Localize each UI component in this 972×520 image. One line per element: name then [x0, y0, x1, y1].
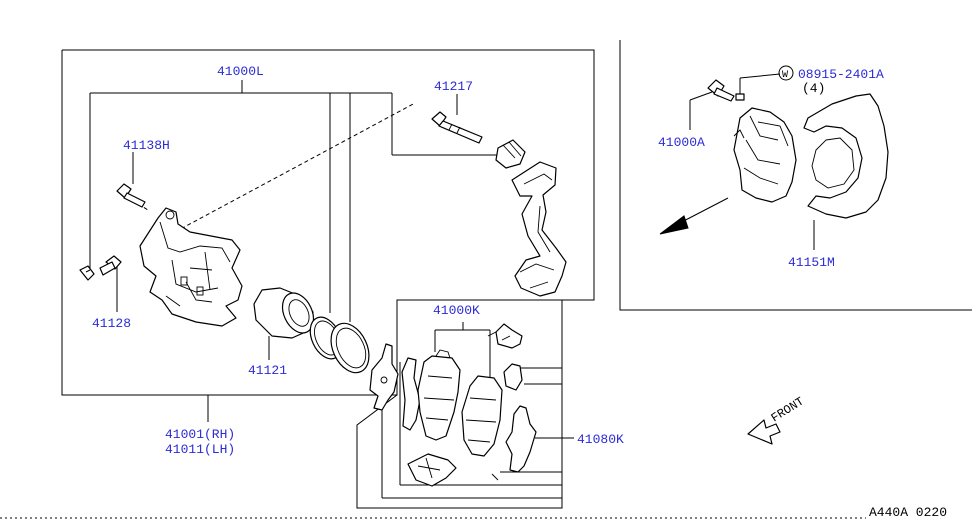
bleeder-screw: [79, 255, 122, 312]
detail-bolt: [689, 79, 735, 130]
front-indicator: [747, 419, 781, 445]
dashed-guide: [174, 102, 416, 233]
detail-caliper: [733, 107, 797, 203]
label-shim-kit: 41080K: [577, 432, 624, 447]
pad-frame: [356, 299, 563, 509]
pad-retainer-bottom: [407, 453, 499, 487]
label-washer-qty: (4): [802, 81, 825, 96]
caliper-bolt: [116, 152, 146, 208]
label-assy-rh: 41001(RH): [165, 427, 235, 442]
detail-frame: [619, 40, 972, 311]
label-pad-kit: 41000K: [433, 303, 480, 318]
pin-bolt: [431, 94, 483, 144]
label-bolt-h: 41138H: [123, 138, 170, 153]
label-washer-code: W: [782, 70, 788, 81]
brake-pad-inner: [417, 349, 461, 441]
direction-arrow: [659, 197, 729, 235]
leader-41000L: [89, 80, 500, 322]
pin-boot: [495, 139, 526, 169]
label-baffle: 41151M: [788, 255, 835, 270]
pad-clip-mid: [503, 363, 523, 391]
label-caliper-detail: 41000A: [658, 135, 705, 150]
label-assy-lh: 41011(LH): [165, 442, 235, 457]
label-caliper-assy: 41000L: [217, 64, 264, 79]
label-piston: 41121: [248, 363, 287, 378]
label-pin-bolt: 41217: [434, 79, 473, 94]
label-diagram-code: A440A 0220: [869, 505, 947, 520]
outer-shim: [369, 343, 399, 411]
baffle-plate: [803, 93, 889, 250]
caliper-bracket: [511, 161, 567, 297]
pad-retainer-top: [487, 323, 523, 349]
brake-pad-outer: [461, 375, 503, 457]
piston: [253, 287, 315, 360]
label-washer-part: 08915-2401A: [798, 67, 884, 82]
caliper-body: [139, 207, 243, 327]
detail-washer: [735, 65, 794, 101]
shim-kit-leaders: [500, 367, 574, 473]
pad-shim: [401, 357, 421, 431]
label-front: FRONT: [769, 394, 807, 425]
inner-shim: [505, 405, 537, 473]
label-bleeder: 41128: [92, 316, 131, 331]
piston-boot: [330, 322, 370, 374]
pad-kit-leaders: [381, 322, 562, 499]
